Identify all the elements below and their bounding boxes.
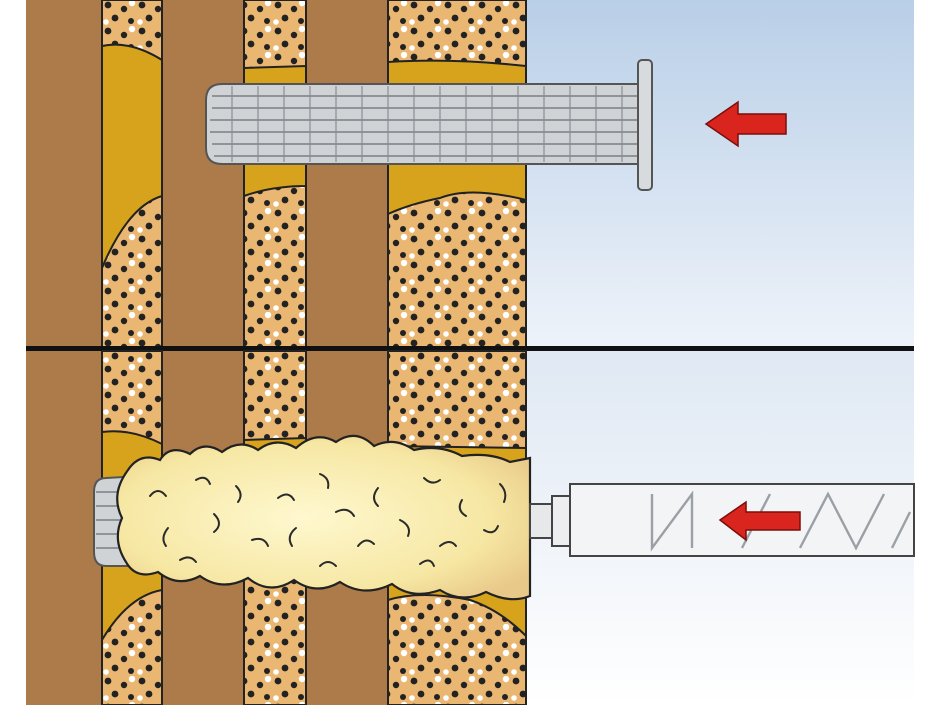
mortar-texture	[149, 473, 507, 567]
background-sky	[526, 0, 914, 348]
insertion-arrow-icon	[704, 100, 787, 148]
injection-arrow-icon	[718, 500, 801, 542]
injection-cartridge-icon	[529, 483, 915, 557]
injection-mortar	[116, 434, 532, 601]
mesh-sleeve-icon	[205, 59, 653, 191]
panel-inject-mortar	[26, 350, 915, 705]
cavity	[101, 43, 163, 269]
panel-insert-sleeve	[26, 0, 914, 349]
panel-divider	[26, 346, 914, 351]
